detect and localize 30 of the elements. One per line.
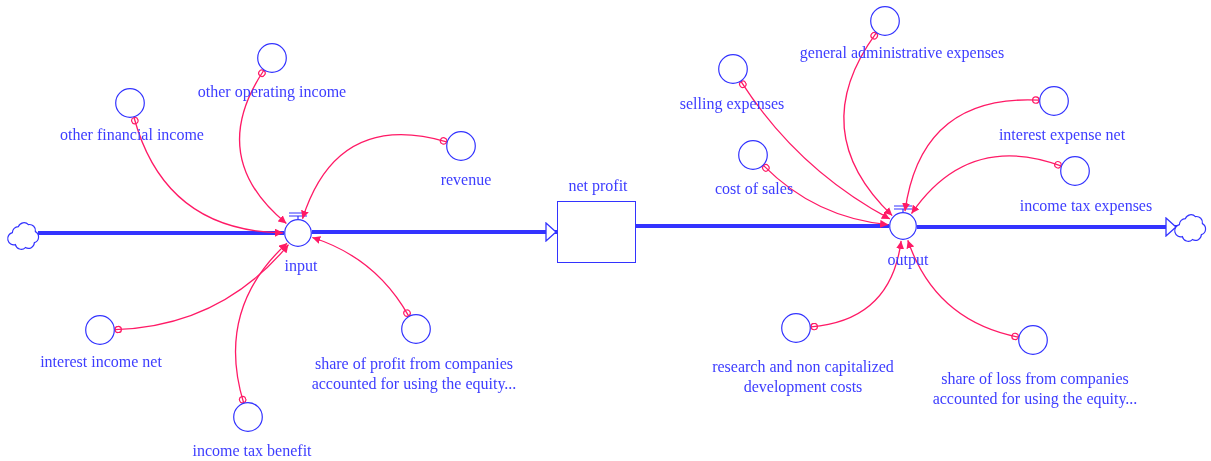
flow-pipe [312,222,557,242]
variable-label: net profit [568,176,628,196]
causal-link-arrow [910,155,1062,215]
causal-link-arrow [739,80,891,220]
variable-label: research and non capitalized development costs [711,357,895,397]
variable-label: income tax expenses [1019,196,1153,216]
causal-link-arrow [762,164,889,228]
causal-link-arrow [238,69,288,225]
cloud-symbol [1177,213,1205,241]
causal-link-arrow [235,242,288,404]
variable-label: share of profit from companies accounted for using the equity... [310,354,518,394]
variable-label: share of loss from companies accounted for using the equity... [931,369,1139,409]
causal-link-arrow [301,134,448,220]
causal-link-arrow [906,239,1019,341]
causal-link-arrow [311,236,411,317]
variable-label: income tax benefit [192,441,312,461]
causal-link-arrow [114,243,290,334]
variable-label: input [284,256,318,276]
variable-label: interest income net [40,352,162,372]
flow-pipe [917,217,1177,237]
causal-link-arrow [131,116,284,237]
variable-label: revenue [440,170,492,190]
causal-link-arrow [843,31,893,217]
causal-link-arrow [902,96,1040,212]
variable-label: cost of sales [714,179,794,199]
variable-label: interest expense net [998,125,1126,145]
flow-pipe [38,231,284,235]
cloud-symbol [10,221,38,249]
flow-pipe [636,224,889,228]
causal-link-arrow [810,240,904,331]
